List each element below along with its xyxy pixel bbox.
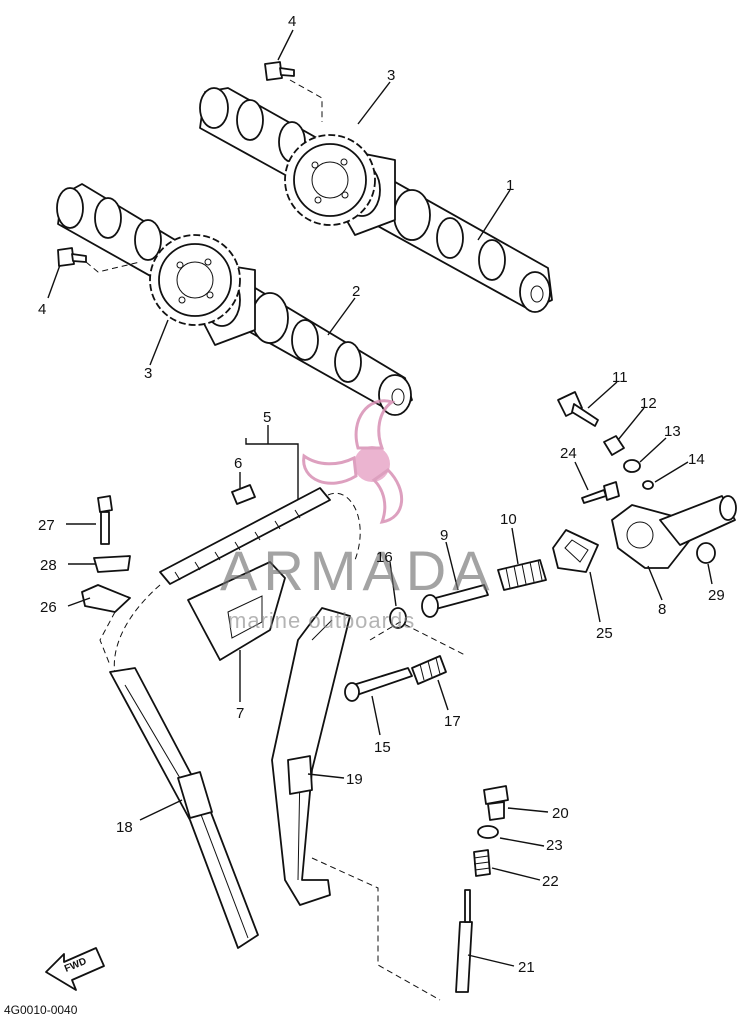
watermark-blade-top bbox=[354, 399, 396, 450]
callout-22: 22 bbox=[542, 873, 559, 890]
callout-21: 21 bbox=[518, 959, 535, 976]
rod-15 bbox=[344, 667, 413, 702]
callout-29: 29 bbox=[708, 587, 725, 604]
callout-13: 13 bbox=[664, 423, 681, 440]
fwd-arrow: FWD bbox=[45, 947, 105, 991]
chain-guide-top bbox=[187, 561, 286, 661]
plate-26 bbox=[81, 584, 131, 613]
diagram-code: 4G0010-0040 bbox=[4, 1003, 78, 1017]
watermark-tagline: marine outboards bbox=[228, 608, 415, 633]
chain-joint-link bbox=[231, 484, 256, 505]
watermark-brand: ARMADA bbox=[220, 539, 496, 602]
callout-3: 3 bbox=[144, 365, 152, 382]
callout-11: 11 bbox=[612, 369, 628, 386]
callout-18: 18 bbox=[116, 819, 133, 836]
oring-14 bbox=[642, 480, 654, 490]
tensioner-body-8 bbox=[611, 495, 737, 569]
callout-20: 20 bbox=[552, 805, 569, 822]
spring-17 bbox=[411, 655, 447, 685]
sprocket-bolt-lower bbox=[57, 247, 141, 273]
callout-24: 24 bbox=[560, 445, 577, 462]
callout-28: 28 bbox=[40, 557, 57, 574]
callout-12: 12 bbox=[640, 395, 657, 412]
callout-8: 8 bbox=[658, 601, 666, 618]
callout-14: 14 bbox=[688, 451, 705, 468]
callout-4: 4 bbox=[38, 301, 46, 318]
cam-sprocket-upper bbox=[284, 134, 376, 226]
callout-15: 15 bbox=[374, 739, 391, 756]
watermark-hub bbox=[354, 446, 390, 482]
callout-9: 9 bbox=[440, 527, 448, 544]
callout-27: 27 bbox=[38, 517, 55, 534]
callout-17: 17 bbox=[444, 713, 461, 730]
callout-6: 6 bbox=[234, 455, 242, 472]
rod-21 bbox=[455, 889, 473, 993]
callout-5: 5 bbox=[263, 409, 271, 426]
callout-3: 3 bbox=[387, 67, 395, 84]
callout-2: 2 bbox=[352, 283, 360, 300]
cam-chain bbox=[113, 487, 361, 691]
plate-28 bbox=[93, 555, 131, 573]
callout-26: 26 bbox=[40, 599, 57, 616]
bolt-20 bbox=[483, 785, 509, 821]
chain-guide-front bbox=[271, 607, 351, 906]
bracket-leader bbox=[99, 611, 116, 666]
spring-10 bbox=[497, 559, 547, 591]
watermark-blade-left bbox=[302, 453, 358, 485]
rod-9 bbox=[421, 584, 489, 618]
callout-25: 25 bbox=[596, 625, 613, 642]
callout-16: 16 bbox=[376, 549, 393, 566]
callout-4: 4 bbox=[288, 13, 296, 30]
spring-22 bbox=[473, 849, 491, 877]
armada-watermark: ARMADA marine outboards bbox=[220, 399, 496, 633]
callout-10: 10 bbox=[500, 511, 517, 528]
guide-leader bbox=[311, 857, 441, 1001]
bolt-24 bbox=[581, 481, 620, 504]
callout-19: 19 bbox=[346, 771, 363, 788]
callout-7: 7 bbox=[236, 705, 244, 722]
tensioner-leader bbox=[369, 621, 466, 656]
callout-23: 23 bbox=[546, 837, 563, 854]
washer-13 bbox=[623, 459, 641, 473]
leader-lines bbox=[47, 29, 713, 967]
tensioner-bolt-11 bbox=[557, 391, 599, 427]
chain-guide-rear bbox=[109, 667, 259, 949]
washer-16 bbox=[389, 607, 407, 629]
cam-sprocket-lower bbox=[149, 234, 241, 326]
cap-nut-12 bbox=[603, 435, 625, 456]
bolt-27 bbox=[97, 495, 113, 545]
washer-23 bbox=[477, 825, 499, 839]
plug-29 bbox=[696, 542, 716, 564]
gasket-25 bbox=[552, 529, 599, 573]
callout-numbers: 4 3 1 4 2 3 5 6 11 12 13 14 24 27 28 26 … bbox=[38, 13, 725, 976]
sprocket-bolt-upper bbox=[264, 61, 323, 122]
callout-1: 1 bbox=[506, 177, 514, 194]
watermark-blade-right bbox=[371, 468, 404, 524]
